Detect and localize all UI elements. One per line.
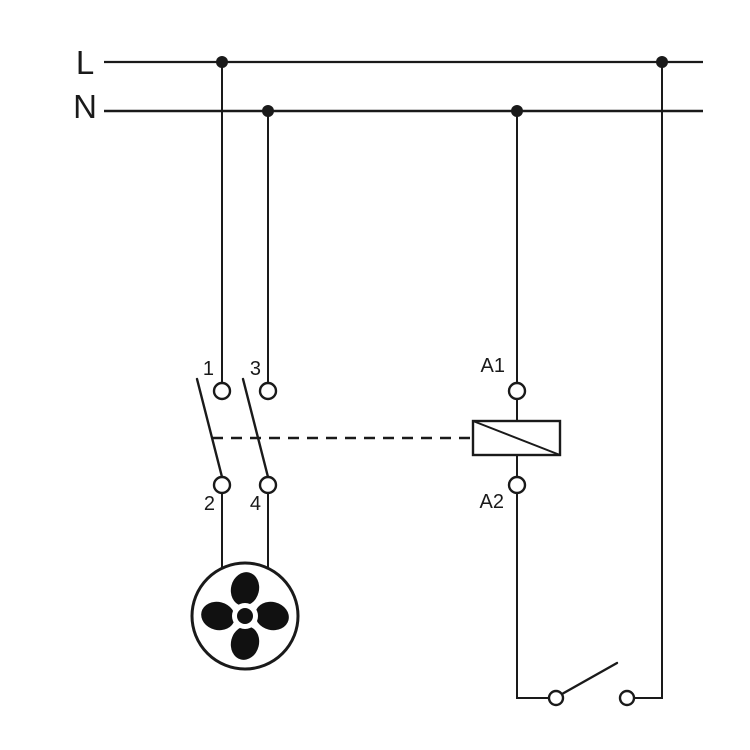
control-switch-left-terminal xyxy=(547,689,565,707)
coil-a2-terminal xyxy=(507,475,527,495)
power-bus: L N xyxy=(73,44,703,125)
junction-dot-neutral-right xyxy=(511,105,523,117)
contact2-label: 2 xyxy=(204,493,215,515)
junction-dot-live-right xyxy=(656,56,668,68)
contact3-terminal xyxy=(258,381,278,401)
contact1-terminal xyxy=(212,381,232,401)
contact2-terminal xyxy=(212,475,232,495)
drop-wires xyxy=(221,62,663,699)
pole2-switch-blade xyxy=(241,377,270,479)
live-bus-label: L xyxy=(76,44,94,81)
coil-a1-terminal xyxy=(507,381,527,401)
relay-coil: A1 A2 xyxy=(471,355,562,699)
control-switch-blade xyxy=(560,661,619,696)
contact4-label: 4 xyxy=(250,493,261,515)
contact4-terminal xyxy=(258,475,278,495)
fan-blade-top xyxy=(230,572,260,606)
junction-dot-live-left xyxy=(216,56,228,68)
wire-live-to-control-switch xyxy=(634,62,663,699)
neutral-bus-label: N xyxy=(73,88,97,125)
pole1-switch-blade xyxy=(195,377,224,479)
contact1-label: 1 xyxy=(203,358,214,380)
fan-motor-icon xyxy=(201,572,289,660)
control-switch-right-terminal xyxy=(618,689,636,707)
wire-a2-to-control-switch xyxy=(516,493,549,699)
control-switch xyxy=(547,661,636,707)
fan-blade-right xyxy=(255,601,289,631)
double-pole-contact: 1 3 2 4 xyxy=(195,358,278,569)
fan-hub xyxy=(237,608,253,624)
coil-box-diagonal xyxy=(472,420,561,456)
fan-blade-bottom xyxy=(230,626,260,660)
junction-dot-neutral-left xyxy=(262,105,274,117)
contact3-label: 3 xyxy=(250,358,261,380)
fan-blades xyxy=(201,572,289,660)
fan-motor xyxy=(190,561,300,671)
coil-a2-label: A2 xyxy=(480,491,504,513)
fan-blade-left xyxy=(201,601,235,631)
coil-a1-label: A1 xyxy=(481,355,505,377)
junction-dots xyxy=(216,56,668,117)
